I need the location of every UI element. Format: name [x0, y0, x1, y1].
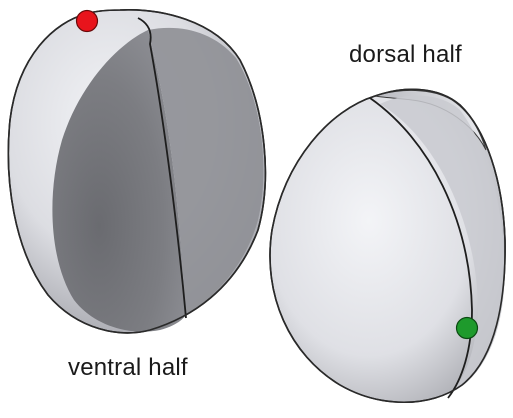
dorsal-half-shape	[270, 89, 505, 402]
ventral-half-shape	[8, 10, 265, 333]
red-marker	[77, 11, 98, 32]
green-marker	[457, 318, 478, 339]
dorsal-half-label: dorsal half	[349, 41, 462, 69]
ventral-half-label: ventral half	[68, 354, 188, 382]
